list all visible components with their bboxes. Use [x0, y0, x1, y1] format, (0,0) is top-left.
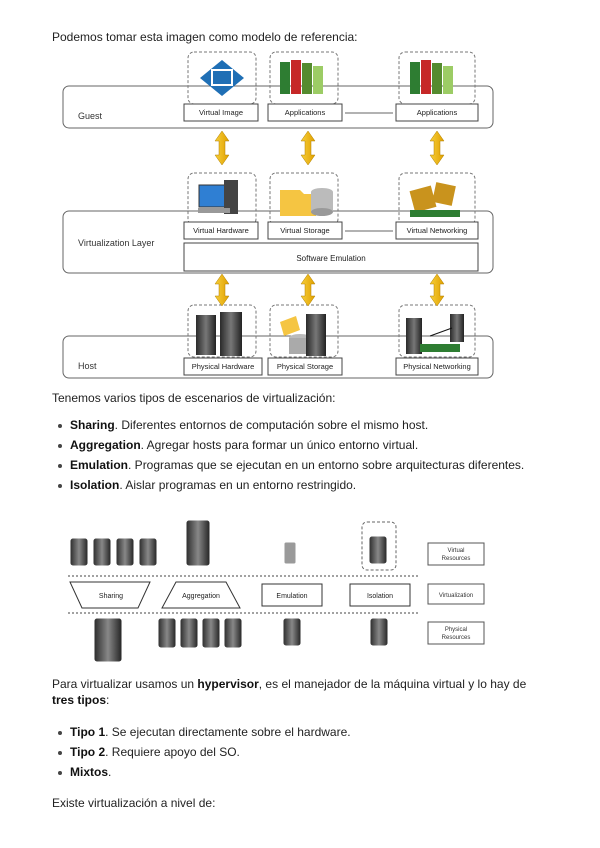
types-list: Tipo 1. Se ejecutan directamente sobre e… [52, 722, 351, 782]
closing-text: Existe virtualización a nivel de: [52, 796, 216, 810]
physical-storage-label: Physical Storage [277, 362, 333, 371]
arrow-4 [214, 273, 230, 307]
software-emulation-label: Software Emulation [296, 254, 365, 263]
host-layer [62, 335, 494, 379]
virtualization-label: Virtualization [439, 593, 473, 599]
arrow-6 [429, 273, 445, 307]
virt-label: Virtualization Layer [78, 238, 154, 248]
physical-resources-label-1: Physical [445, 627, 467, 633]
applications-label-2: Applications [417, 108, 458, 117]
aggregation-shape [161, 581, 241, 609]
applications-label-1: Applications [285, 108, 326, 117]
physical-networking-label: Physical Networking [403, 362, 471, 371]
list-item: Tipo 1. Se ejecutan directamente sobre e… [52, 722, 351, 742]
scenarios-list: Sharing. Diferentes entornos de computac… [52, 415, 524, 495]
isolation-label: Isolation [367, 593, 393, 600]
list-item: Isolation. Aislar programas en un entorn… [52, 475, 524, 495]
list-item: Mixtos. [52, 762, 351, 782]
virtualization-scenarios-diagram: Virtual Resources Sharing Aggregation Em… [68, 519, 485, 663]
applications-icon [280, 60, 323, 94]
virtual-hardware-icon [198, 180, 238, 214]
physical-hardware-icon [196, 312, 242, 356]
physical-hardware-label: Physical Hardware [192, 362, 255, 371]
list-item: Emulation. Programas que se ejecutan en … [52, 455, 524, 475]
physical-networking-icon [406, 314, 464, 354]
aggregation-label: Aggregation [182, 593, 220, 600]
intro-text: Podemos tomar esta imagen como modelo de… [52, 30, 358, 44]
arrow-5 [300, 273, 316, 307]
virtual-storage-icon [280, 188, 333, 216]
virtual-resources-label-1: Virtual [448, 548, 465, 554]
arrow-3 [429, 130, 445, 166]
list-item: Sharing. Diferentes entornos de computac… [52, 415, 524, 435]
virtual-resources-label-2: Resources [442, 556, 471, 562]
scenarios-intro: Tenemos varios tipos de escenarios de vi… [52, 391, 336, 405]
sharing-shape [69, 581, 151, 609]
hypervisor-paragraph: Para virtualizar usamos un hypervisor, e… [52, 677, 527, 707]
virtual-image-icon [200, 60, 244, 96]
virtual-networking-icon [409, 182, 460, 217]
arrow-1 [214, 130, 230, 166]
applications-icon-2 [410, 60, 453, 94]
physical-resources-label-2: Resources [442, 635, 471, 641]
arrow-2 [300, 130, 316, 166]
virtual-hardware-label: Virtual Hardware [193, 226, 249, 235]
emulation-label: Emulation [276, 593, 307, 600]
list-item: Tipo 2. Requiere apoyo del SO. [52, 742, 351, 762]
physical-storage-icon [280, 314, 326, 356]
virtualization-model-diagram: Guest Virtualization Layer Host [62, 51, 494, 379]
list-item: Aggregation. Agregar hosts para formar u… [52, 435, 524, 455]
sharing-label: Sharing [99, 593, 123, 600]
virtual-storage-label: Virtual Storage [280, 226, 329, 235]
host-label: Host [78, 361, 97, 371]
virtual-networking-label: Virtual Networking [407, 226, 468, 235]
guest-label: Guest [78, 111, 103, 121]
virtual-image-label: Virtual Image [199, 108, 243, 117]
